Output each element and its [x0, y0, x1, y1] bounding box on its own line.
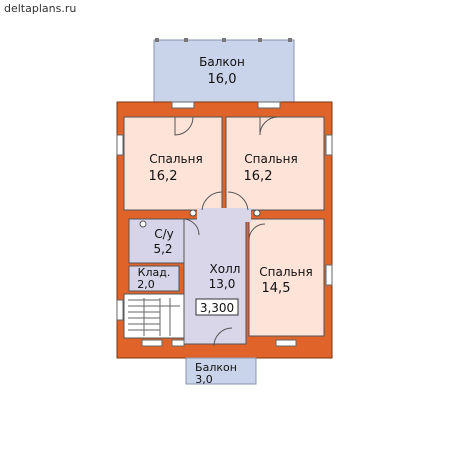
windows [116, 101, 333, 347]
hall-area: 13,0 [209, 277, 236, 291]
balcony-top-posts [155, 38, 292, 42]
corridor-opening [197, 208, 251, 222]
door-swings [174, 116, 279, 347]
bedroom-left-name: Спальня [149, 152, 202, 166]
bedroom-small-floor [248, 218, 325, 337]
balcony-bottom-name: Балкон [195, 361, 237, 374]
storage-floor [128, 265, 180, 292]
hall-name: Холл [210, 262, 241, 276]
balcony-top-name: Балкон [199, 55, 245, 69]
bedroom-right-name: Спальня [244, 152, 297, 166]
bedroom-left-area: 16,2 [149, 169, 178, 184]
fixtures [139, 209, 261, 228]
level-mark-box [195, 298, 239, 316]
bedroom-small-name: Спальня [259, 265, 312, 279]
level-mark: 3,300 [200, 301, 234, 315]
balcony-top-area: 16,0 [208, 72, 237, 87]
bedroom-right-floor [225, 116, 325, 211]
room-labels: Балкон 16,0 Спальня 16,2 Спальня 16,2 С/… [137, 55, 312, 386]
site-watermark: deltaplans.ru [4, 2, 76, 15]
balcony-bottom-area: 3,0 [195, 373, 213, 386]
bathroom-name: С/у [154, 227, 174, 241]
staircase [128, 298, 180, 336]
balcony-top [153, 39, 295, 103]
balcony-bottom [185, 357, 257, 385]
bedroom-small-area: 14,5 [262, 281, 291, 296]
bedroom-right-area: 16,2 [244, 169, 273, 184]
storage-area: 2,0 [137, 278, 155, 291]
bedroom-left-floor [123, 116, 223, 211]
hall-floor [183, 218, 247, 345]
storage-name: Клад. [138, 266, 171, 279]
bathroom-area: 5,2 [153, 242, 172, 256]
stairwell-floor [123, 293, 185, 339]
